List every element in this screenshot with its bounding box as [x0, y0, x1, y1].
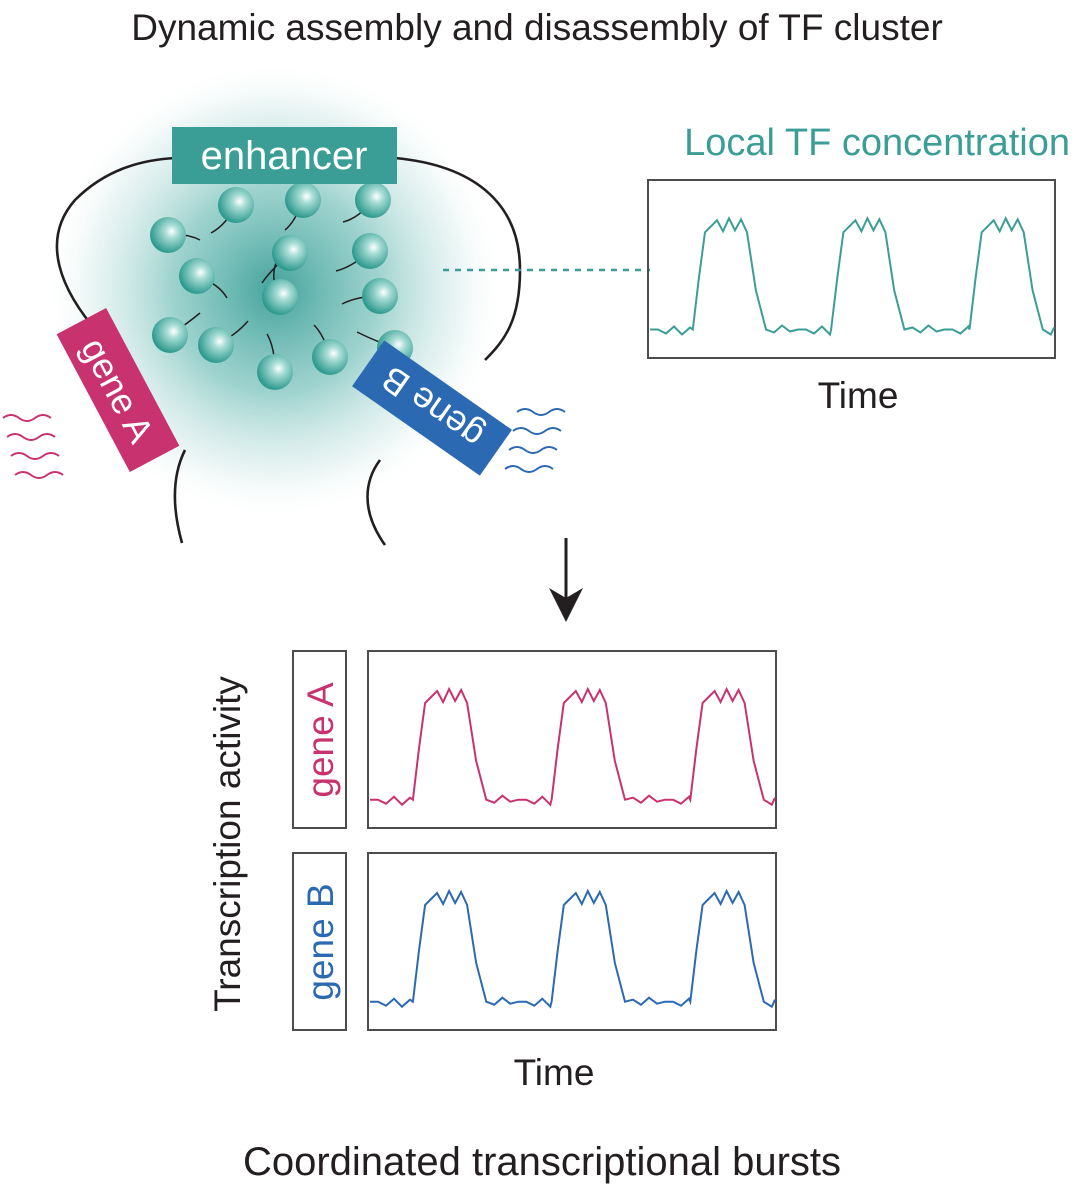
tf-molecule [272, 235, 308, 271]
gene-b-plot-frame [367, 852, 777, 1031]
wavy-lines-icon [504, 408, 566, 473]
tf-molecule [362, 278, 398, 314]
down-arrow-icon [549, 538, 583, 622]
gene-a-label-frame [292, 650, 347, 829]
tf-panel-title: Local TF concentration [684, 122, 1070, 164]
gene-a-label: gene A [300, 682, 341, 798]
gene-b-label: gene B [300, 883, 341, 1000]
tf-molecule [198, 327, 234, 363]
dna-loop [55, 156, 522, 546]
enhancer-label: enhancer [201, 134, 368, 178]
tf-molecule [152, 317, 188, 353]
tf-panel-frame [647, 179, 1056, 359]
gene-a-activity-trace [370, 686, 776, 807]
tf-molecule [257, 354, 293, 390]
tf-concentration-trace [650, 215, 1055, 337]
activity-xlabel: Time [514, 1052, 595, 1093]
tf-molecule [285, 182, 321, 218]
tf-molecule [262, 279, 298, 315]
gene-a-plot-frame [367, 650, 777, 829]
page-title: Dynamic assembly and disassembly of TF c… [131, 7, 943, 48]
footer-caption: Coordinated transcriptional bursts [243, 1140, 841, 1184]
gene-b-activity-trace [370, 888, 776, 1009]
activity-ylabel: Transcription activity [207, 676, 248, 1012]
tf-molecule [352, 233, 388, 269]
gene-b-label-frame [292, 852, 347, 1031]
tf-molecule [218, 187, 254, 223]
tf-molecule [179, 258, 215, 294]
tf-molecule [150, 217, 186, 253]
enhancer-box: enhancer [172, 127, 397, 184]
tf-molecule [312, 339, 348, 375]
tf-panel-xlabel: Time [818, 375, 899, 416]
wavy-lines-icon [2, 414, 64, 479]
tf-molecule [355, 182, 391, 218]
